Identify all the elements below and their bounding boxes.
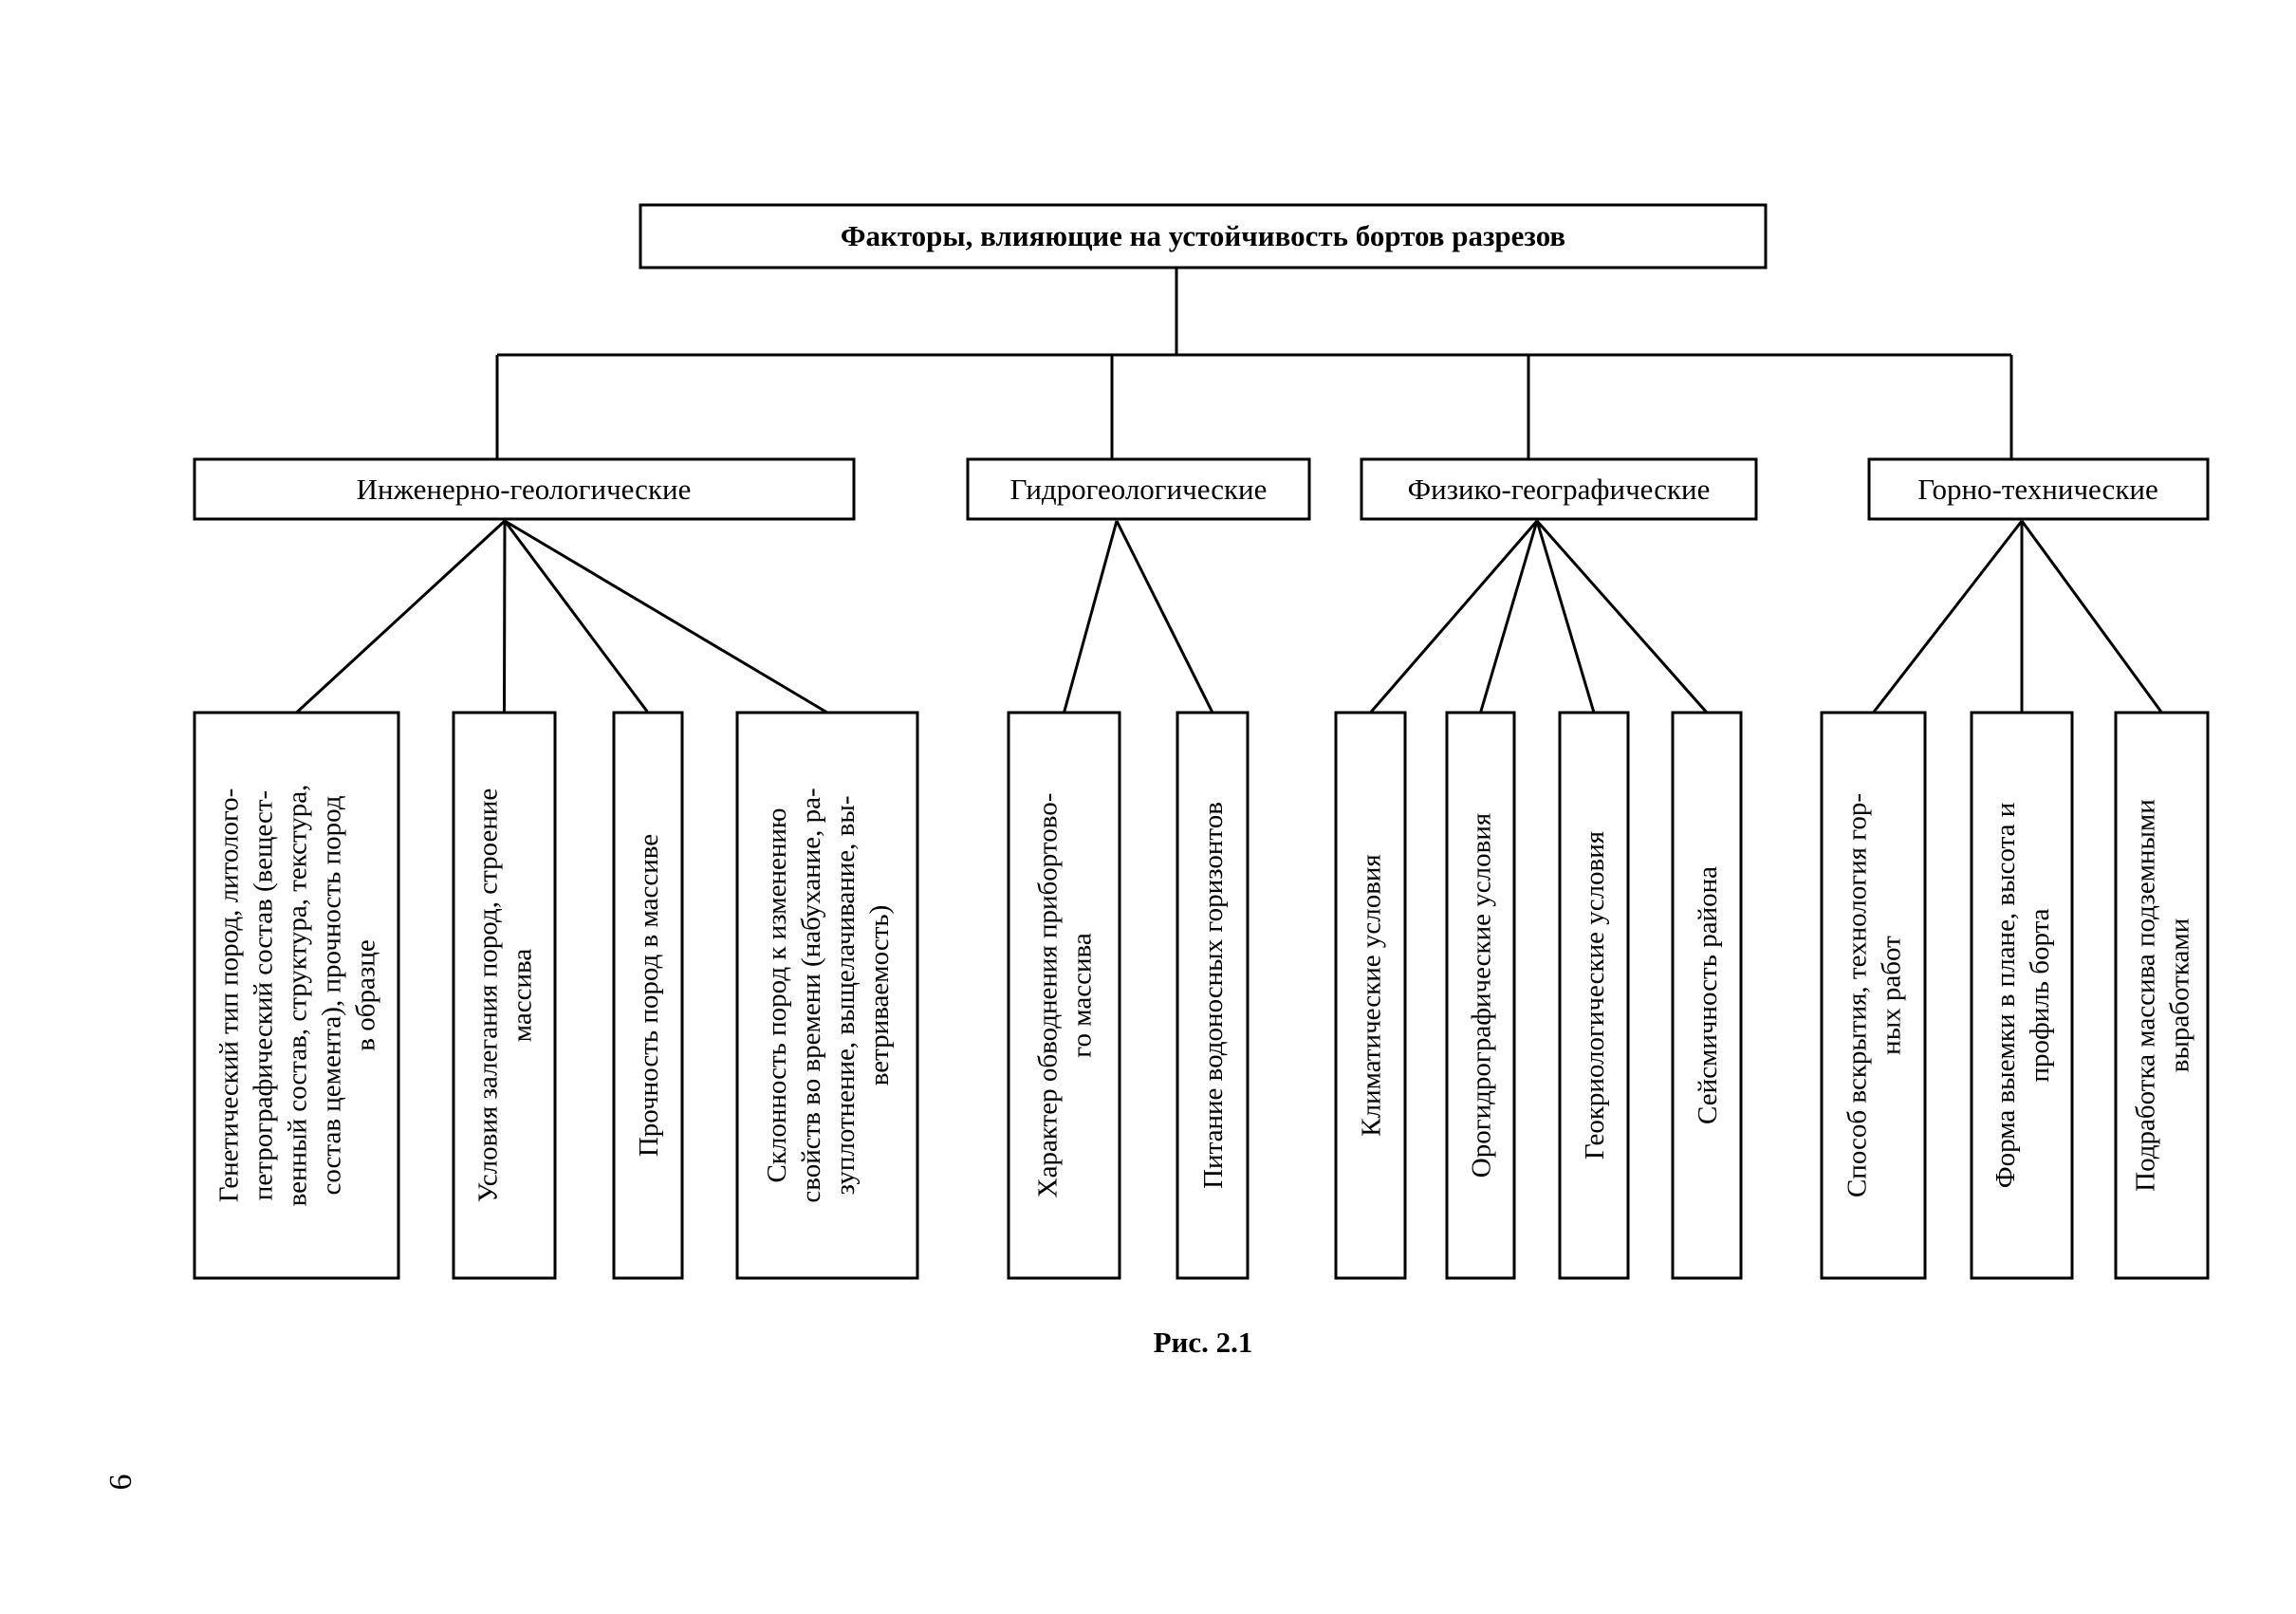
category-box bbox=[1867, 457, 2210, 521]
factor-box: Характер обводнения прибортово-го массив… bbox=[1007, 711, 1121, 1280]
branch-line bbox=[2020, 520, 2163, 714]
branch-line bbox=[504, 519, 828, 714]
factor-box-frame bbox=[2114, 711, 2210, 1280]
factor-box: Геокриологические условия bbox=[1558, 711, 1630, 1280]
category-engineering-geological: Инженерно-геологические bbox=[193, 457, 856, 521]
factor-box-frame bbox=[1007, 711, 1121, 1280]
factor-box: Сейсмичность района bbox=[1671, 711, 1743, 1280]
factor-box-frame bbox=[1334, 711, 1407, 1280]
factor-label-line: Форма выемки в плане, высота и bbox=[1990, 803, 2021, 1189]
branch-line bbox=[1872, 520, 2024, 714]
factor-box-frame bbox=[735, 711, 919, 1280]
category-physico-geographical: Физико-географические bbox=[1360, 457, 1758, 521]
branch-line bbox=[1369, 520, 1539, 714]
factor-label-line: Орогидрографические условия bbox=[1467, 813, 1497, 1178]
category-hydrogeological: Гидрогеологические bbox=[966, 457, 1311, 521]
factor-box-frame bbox=[193, 711, 400, 1280]
factor-label-line: ных работ bbox=[1877, 936, 1907, 1055]
category-label: Физико-географические bbox=[1408, 473, 1711, 506]
factor-box: Орогидрографические условия bbox=[1445, 711, 1516, 1280]
category-label: Гидрогеологические bbox=[1010, 473, 1268, 506]
factor-label-line: Характер обводнения прибортово- bbox=[1033, 793, 1064, 1198]
factor-box-frame bbox=[1970, 711, 2074, 1280]
connector-lines bbox=[295, 268, 2163, 714]
factor-box-frame bbox=[452, 711, 557, 1280]
factor-label-line: Питание водоносных горизонтов bbox=[1198, 802, 1229, 1189]
factor-label-line: Генетический тип пород, литолого- bbox=[214, 788, 245, 1203]
factor-label-line: Сейсмичность района bbox=[1693, 866, 1723, 1124]
page-number: 6 bbox=[103, 1475, 139, 1491]
factor-label-line: Климатические условия bbox=[1357, 854, 1387, 1136]
factor-label-line: петрографический состав (вещест- bbox=[249, 790, 279, 1200]
factor-label-line: Способ вскрытия, технология гор- bbox=[1842, 793, 1873, 1197]
factor-box: Генетический тип пород, литолого-петрогр… bbox=[193, 711, 400, 1280]
branch-line bbox=[1479, 520, 1539, 714]
factor-label-line: зуплотнение, выщелачивание, вы- bbox=[830, 795, 861, 1195]
branch-line bbox=[1535, 520, 1709, 714]
branch-line bbox=[1115, 520, 1214, 714]
factor-box-frame bbox=[1558, 711, 1630, 1280]
category-mining-technical: Горно-технические bbox=[1867, 457, 2210, 521]
branch-line bbox=[1063, 520, 1119, 714]
branch-line bbox=[1535, 520, 1596, 714]
factor-box: Способ вскрытия, технология гор-ных рабо… bbox=[1820, 711, 1927, 1280]
factor-label-line: венный состав, структура, текстура, bbox=[283, 785, 313, 1207]
factor-label-line: Геокриологические условия bbox=[1580, 831, 1610, 1159]
factor-label-line: го массива bbox=[1067, 933, 1098, 1058]
category-label: Горно-технические bbox=[1917, 473, 2157, 506]
category-box bbox=[1360, 457, 1758, 521]
factor-label-line: массива bbox=[508, 949, 538, 1043]
factor-label-line: профиль борта bbox=[2025, 908, 2055, 1082]
factor-box: Климатические условия bbox=[1334, 711, 1407, 1280]
root-label: Факторы, влияющие на устойчивость бортов… bbox=[841, 219, 1565, 252]
category-box bbox=[193, 457, 856, 521]
factor-box-frame bbox=[1176, 711, 1250, 1280]
factor-label-line: в образце bbox=[351, 939, 381, 1050]
branch-line bbox=[295, 519, 507, 714]
branch-line bbox=[503, 520, 507, 714]
factor-box-frame bbox=[612, 711, 684, 1280]
factor-box-frame bbox=[1671, 711, 1743, 1280]
figure-caption: Рис. 2.1 bbox=[1154, 1326, 1253, 1359]
factor-label-line: Условия залегания пород, строение bbox=[473, 788, 504, 1203]
category-box bbox=[966, 457, 1311, 521]
factor-label-line: Прочность пород в массиве bbox=[634, 834, 664, 1157]
root-node: Факторы, влияющие на устойчивость бортов… bbox=[639, 203, 1768, 269]
factor-label-line: свойств во времени (набухание, ра- bbox=[796, 788, 826, 1202]
factor-box-frame bbox=[1820, 711, 1927, 1280]
factor-box-frame bbox=[1445, 711, 1516, 1280]
category-label: Инженерно-геологические bbox=[357, 473, 692, 506]
factor-label-line: ветриваемость) bbox=[864, 905, 895, 1086]
factor-box: Питание водоносных горизонтов bbox=[1176, 711, 1250, 1280]
root-box bbox=[639, 203, 1768, 269]
factor-label-line: состав цемента), прочность пород bbox=[317, 795, 347, 1195]
factor-label-line: выработками bbox=[2165, 918, 2195, 1073]
factor-leaves: Генетический тип пород, литолого-петрогр… bbox=[193, 711, 2210, 1280]
factor-label-line: Подработка массива подземными bbox=[2131, 799, 2161, 1192]
branch-line bbox=[503, 520, 650, 714]
factor-label-line: Склонность пород к изменению bbox=[762, 807, 792, 1182]
factor-box: Прочность пород в массиве bbox=[612, 711, 684, 1280]
